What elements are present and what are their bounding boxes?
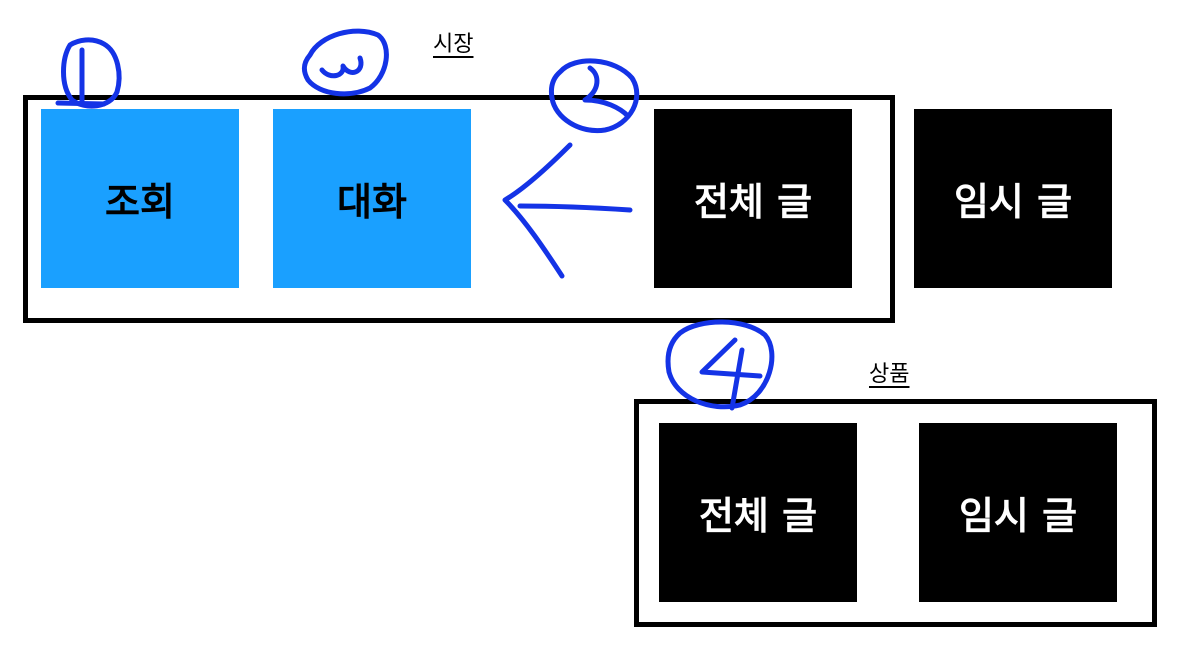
market-tile-view[interactable]: 조회	[41, 109, 239, 288]
market-tile-all-posts[interactable]: 전체 글	[654, 109, 852, 288]
annotation-number-3	[301, 28, 389, 97]
annotation-number-4	[665, 319, 775, 411]
product-tile-all-posts[interactable]: 전체 글	[659, 423, 857, 602]
product-label: 상품	[869, 362, 910, 387]
market-group-box	[23, 95, 895, 323]
product-tile-drafts[interactable]: 임시 글	[919, 423, 1117, 602]
product-group-box	[634, 399, 1157, 627]
market-tile-chat[interactable]: 대화	[273, 109, 471, 288]
market-tile-drafts[interactable]: 임시 글	[914, 109, 1112, 288]
market-label: 시장	[433, 32, 474, 57]
